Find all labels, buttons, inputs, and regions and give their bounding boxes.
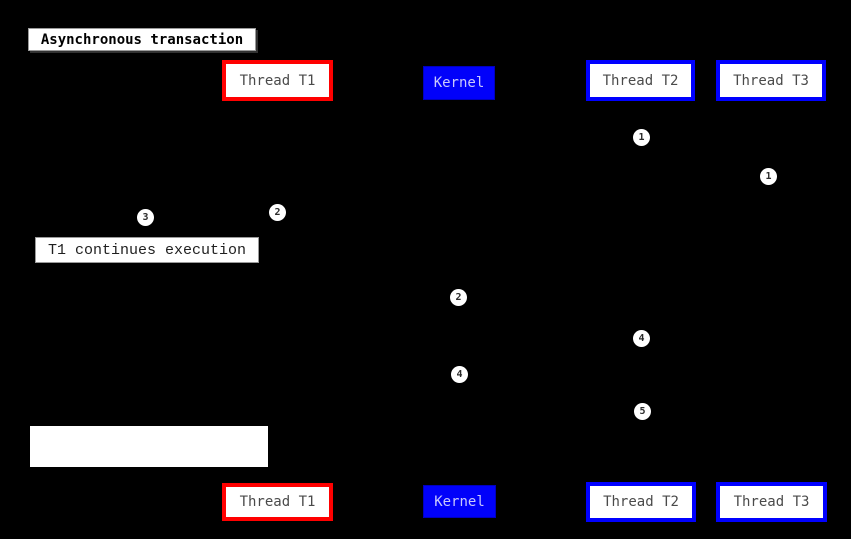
participant-thread-t1-top: Thread T1 bbox=[222, 60, 333, 101]
sequence-marker-3-thread-t1: 3 bbox=[137, 209, 154, 226]
sequence-marker-4-kernel: 4 bbox=[451, 366, 468, 383]
participant-thread-t3-top: Thread T3 bbox=[716, 60, 826, 101]
participant-kernel-top: Kernel bbox=[423, 66, 495, 100]
participant-thread-t3-bottom: Thread T3 bbox=[716, 482, 827, 522]
participant-thread-t2-top: Thread T2 bbox=[586, 60, 695, 101]
participant-kernel-bottom: Kernel bbox=[423, 485, 496, 518]
diagram-title: Asynchronous transaction bbox=[28, 28, 256, 51]
sequence-marker-1-thread-t2: 1 bbox=[633, 129, 650, 146]
sequence-marker-2-thread-t1: 2 bbox=[269, 204, 286, 221]
participant-thread-t2-bottom: Thread T2 bbox=[586, 482, 696, 522]
participant-thread-t1-bottom: Thread T1 bbox=[222, 483, 333, 521]
sequence-marker-5-thread-t2: 5 bbox=[634, 403, 651, 420]
sequence-marker-1-thread-t3: 1 bbox=[760, 168, 777, 185]
blank-note-box bbox=[30, 426, 268, 467]
sequence-marker-4-thread-t2: 4 bbox=[633, 330, 650, 347]
note-t1-continues-execution: T1 continues execution bbox=[35, 237, 259, 263]
sequence-marker-2-kernel: 2 bbox=[450, 289, 467, 306]
